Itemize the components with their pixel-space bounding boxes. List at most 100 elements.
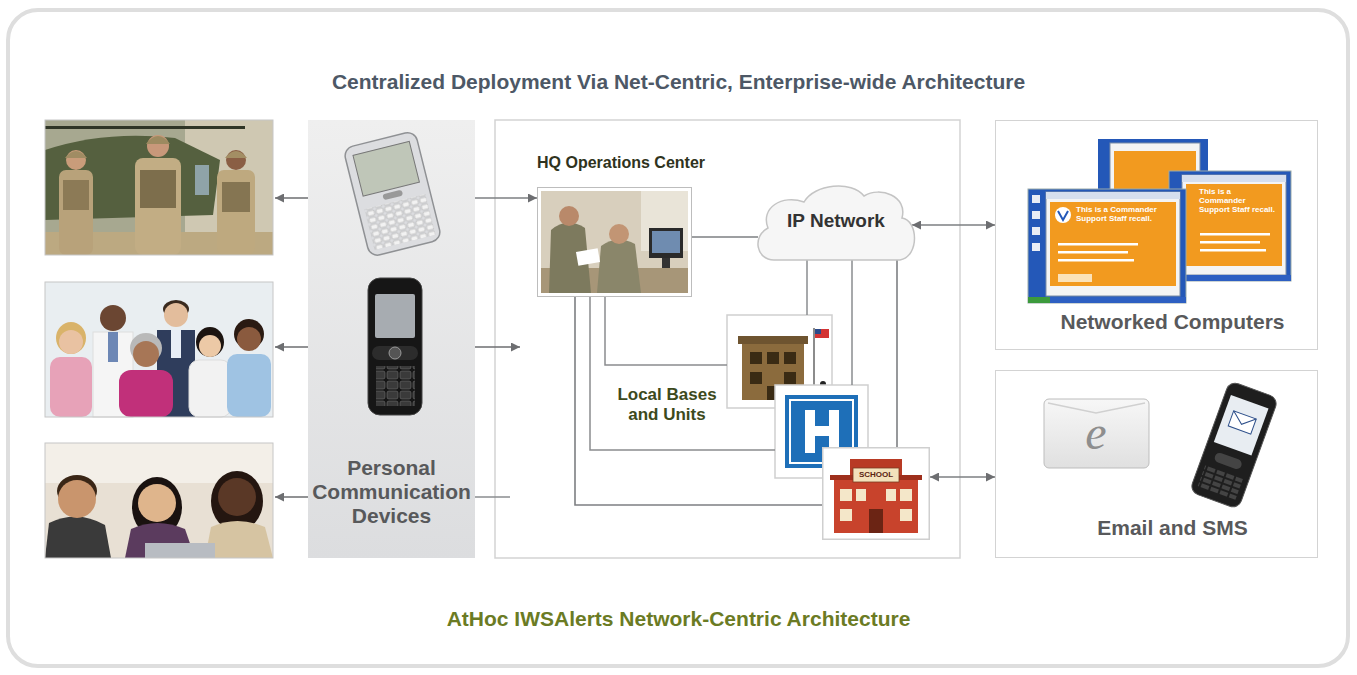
screenshot-windows	[1028, 297, 1050, 303]
group-label: Local Bases and Units	[612, 385, 722, 426]
medical-staff-photo	[171, 330, 181, 358]
screen-message: This is a Commander Support Staff recall…	[1076, 205, 1172, 223]
soldiers-photo	[217, 170, 255, 255]
screenshot-windows	[1046, 192, 1180, 296]
heading-holder: Centralized Deployment Via Net-Centric, …	[0, 69, 1357, 94]
screenshot-windows	[1058, 274, 1092, 282]
school-icon	[823, 448, 930, 540]
school-box: SCHOOL	[822, 447, 930, 540]
medical-staff-photo	[50, 357, 92, 417]
phone-icons	[308, 120, 475, 558]
screenshot-windows	[1032, 211, 1040, 219]
operations-photo	[649, 228, 683, 258]
phone-icons	[376, 366, 415, 406]
screenshot-windows	[1058, 259, 1134, 262]
soldiers-photo	[226, 150, 246, 170]
email-sms-icons	[1230, 411, 1256, 429]
students-photo	[145, 543, 215, 558]
email-sms-icons	[1189, 381, 1278, 510]
operations-center: HQ Operations Center	[537, 150, 722, 297]
base-building-icon	[815, 329, 821, 334]
device-panel: Personal Communication Devices	[308, 120, 475, 558]
screenshot-windows	[1200, 241, 1260, 244]
school-icon	[900, 489, 912, 501]
phone-icons	[353, 141, 419, 196]
base-building-icon	[738, 336, 808, 344]
node-label: IP Network	[752, 210, 920, 232]
screenshot-windows	[1046, 192, 1180, 199]
school-icon	[840, 509, 852, 521]
soldiers-photo	[65, 151, 87, 158]
label-holder: This is a Commander Support Staff recall…	[1199, 187, 1278, 214]
email-sms-icons	[1044, 399, 1149, 468]
screenshot-windows	[1050, 202, 1176, 286]
screenshot-windows	[1058, 251, 1128, 254]
operations-photo	[609, 224, 629, 244]
node-label: Personal Communication Devices	[312, 456, 471, 528]
soldiers-photo	[147, 135, 169, 157]
screenshot-windows	[1186, 184, 1282, 266]
phone-icons	[343, 131, 442, 258]
screenshot-windows	[1182, 175, 1286, 182]
phone-icons	[389, 347, 401, 359]
school-icon	[900, 509, 912, 521]
node-label: Networked Computers	[1032, 310, 1313, 334]
central-panel	[495, 120, 960, 558]
screenshot-windows	[1058, 211, 1068, 220]
diagram-title: Centralized Deployment Via Net-Centric, …	[0, 69, 1357, 94]
medical-staff-photo	[199, 335, 221, 357]
soldiers-photo	[222, 182, 250, 212]
hospital-icon	[829, 410, 839, 453]
link-arrows	[475, 346, 520, 348]
base-building-icon	[815, 329, 829, 338]
connector-line	[930, 476, 995, 478]
base-building-icon	[750, 352, 762, 364]
phone-icons	[368, 278, 422, 415]
soldiers-photo	[66, 150, 86, 170]
students-photo	[45, 516, 111, 558]
medical-staff-photo	[237, 327, 261, 351]
node-label: Email and SMS	[1032, 516, 1313, 540]
school-icon	[822, 447, 930, 540]
screenshot-windows	[1028, 297, 1186, 303]
medical-staff-photo	[164, 303, 188, 327]
phone-icons	[364, 194, 435, 250]
link-lines	[605, 297, 727, 365]
screenshot-windows	[1200, 249, 1266, 252]
school-icon	[834, 477, 918, 533]
link-arrows	[275, 496, 308, 498]
medical-staff-photo	[196, 327, 224, 357]
heading-holder: AtHoc IWSAlerts Network-Centric Architec…	[0, 606, 1357, 631]
link-lines	[806, 260, 808, 315]
connector-line	[575, 297, 822, 505]
email-symbol: e	[1074, 407, 1118, 459]
soldiers-photo	[45, 126, 245, 129]
soldiers-photo	[135, 158, 181, 255]
students-photo	[45, 443, 273, 558]
outer-frame	[8, 10, 1348, 666]
medical-staff-photo	[108, 332, 118, 362]
connector-line	[475, 197, 537, 199]
students-photo	[45, 443, 273, 558]
node-label: SCHOOL	[854, 469, 898, 481]
link-lines	[475, 496, 510, 498]
phone-icons	[382, 190, 403, 201]
soldiers-photo	[195, 165, 209, 195]
node-label: HQ Operations Center	[537, 154, 722, 172]
medical-staff-photo	[133, 341, 159, 367]
link-lines	[590, 297, 775, 450]
label-holder: This is a Commander Support Staff recall…	[1076, 205, 1172, 223]
base-building-icon	[784, 372, 796, 384]
medical-staff-photo	[45, 282, 273, 417]
operations-photo	[537, 150, 722, 297]
email-sms-icons	[1213, 451, 1243, 470]
link-lines	[851, 260, 853, 385]
soldiers-photo	[45, 120, 273, 255]
school-icon	[856, 489, 866, 501]
email-sms-icons	[1189, 381, 1278, 510]
screenshot-windows	[1032, 195, 1040, 203]
diagram-caption: AtHoc IWSAlerts Network-Centric Architec…	[0, 606, 1357, 631]
connector-line	[692, 236, 758, 238]
